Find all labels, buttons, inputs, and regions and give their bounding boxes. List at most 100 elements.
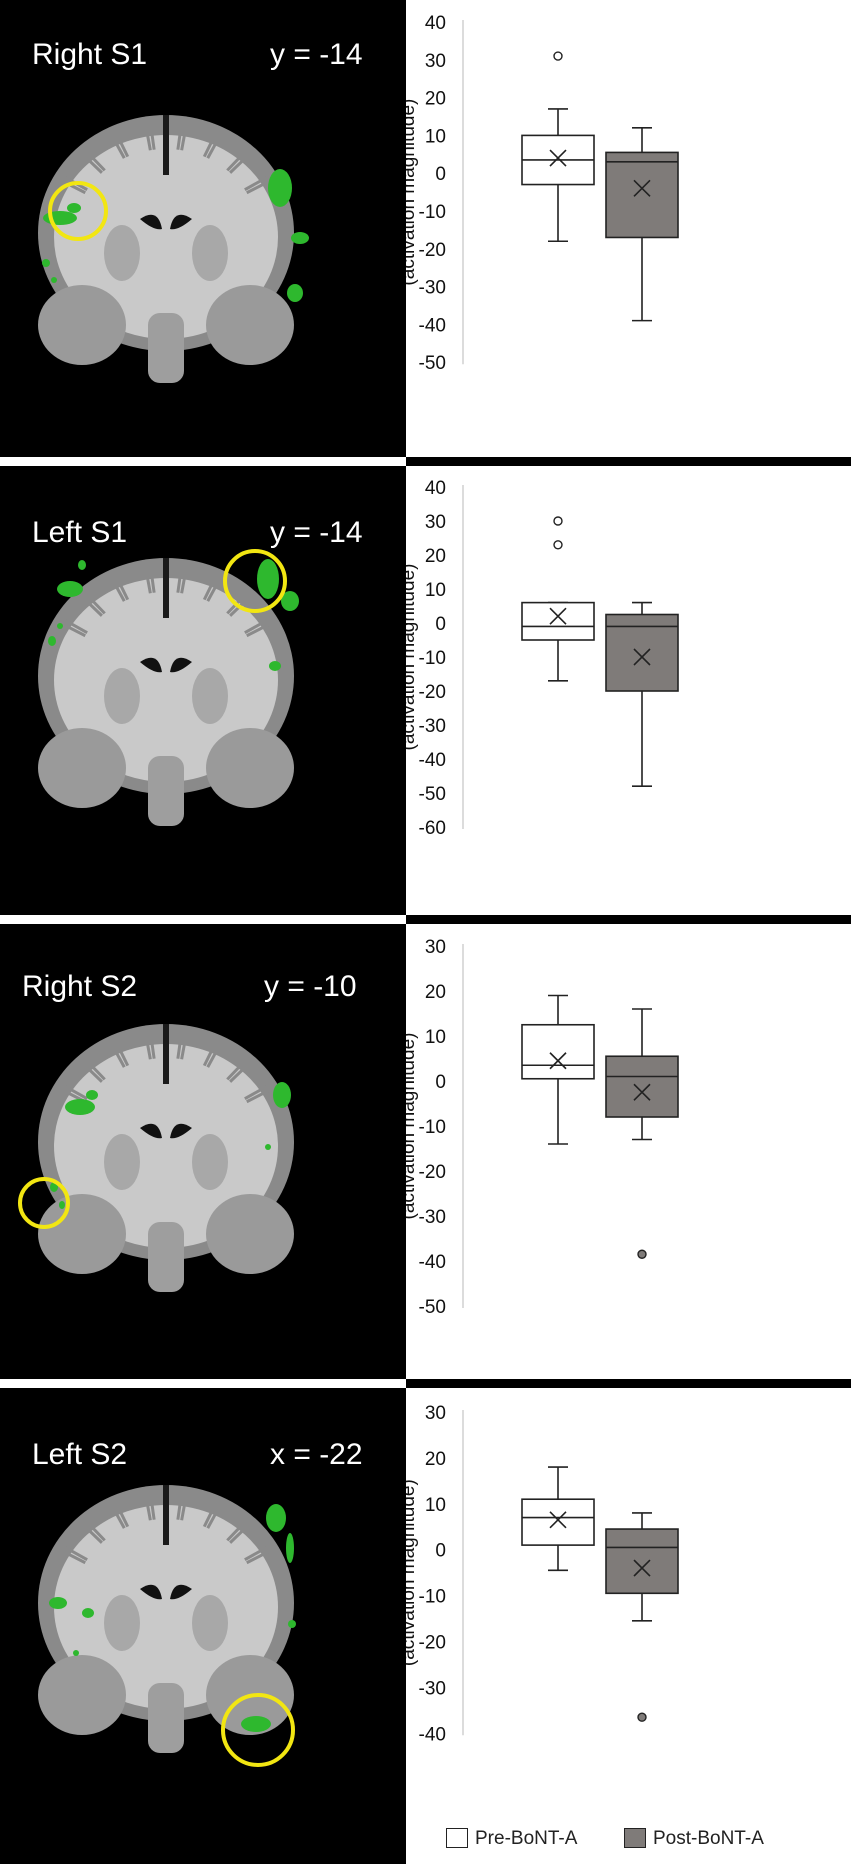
y-axis-label-line2: (activation magnitude) xyxy=(406,99,419,286)
panel-divider xyxy=(406,457,851,466)
roi-circle xyxy=(48,181,108,241)
box-post-bont-a xyxy=(605,1512,679,1722)
slice-coordinate: y = -14 xyxy=(270,516,363,549)
y-tick-label: 40 xyxy=(425,478,446,499)
mean-marker xyxy=(549,149,567,167)
y-tick-label: 10 xyxy=(425,1027,446,1048)
left-ventricle xyxy=(140,1123,162,1139)
temporal-left xyxy=(38,728,126,808)
y-tick-label: -20 xyxy=(419,682,446,703)
fissure xyxy=(163,115,169,175)
sulcus xyxy=(180,1031,189,1060)
iqr-box xyxy=(605,1528,679,1595)
brain-shape xyxy=(38,1485,294,1753)
legend-label-post: Post-BoNT-A xyxy=(653,1828,764,1849)
y-tick-label: 0 xyxy=(435,1541,446,1562)
y-tick-label: -30 xyxy=(419,1207,446,1228)
sulcus xyxy=(246,1086,274,1104)
sulcus xyxy=(206,575,223,602)
sulcus xyxy=(148,1030,156,1059)
mean-marker xyxy=(549,1511,567,1529)
activation-cluster xyxy=(82,1608,94,1618)
legend-swatch-post xyxy=(624,1828,646,1848)
y-tick-label: -30 xyxy=(419,1678,446,1699)
brainstem xyxy=(148,1222,184,1292)
sulcus xyxy=(60,616,88,635)
region-label: Right S1 xyxy=(32,38,148,71)
activation-cluster xyxy=(281,591,299,611)
sulcus xyxy=(58,1547,86,1565)
brain-image-panel: Left S1 y = -14 xyxy=(0,466,406,915)
outlier-point xyxy=(553,516,563,526)
legend: Pre-BoNT-A Post-BoNT-A xyxy=(406,1822,851,1862)
brain-shape xyxy=(38,115,294,383)
fissure xyxy=(163,558,169,618)
y-tick-label: -10 xyxy=(419,202,446,223)
sulcus xyxy=(113,573,130,601)
activation-cluster xyxy=(268,169,292,207)
sulcus xyxy=(109,1041,126,1068)
sulcus xyxy=(60,1543,88,1562)
white-matter xyxy=(54,1505,278,1709)
mean-marker xyxy=(633,1559,651,1577)
activation-cluster xyxy=(73,1650,79,1656)
activation-cluster xyxy=(42,259,50,267)
left-ventricle xyxy=(140,1584,162,1600)
activation-cluster xyxy=(291,232,309,244)
iqr-box xyxy=(521,1498,595,1546)
brain-image-panel: Right S2 y = -10 xyxy=(0,924,406,1379)
sulcus xyxy=(244,1543,272,1562)
y-tick-label: 0 xyxy=(435,1072,446,1093)
sulcus xyxy=(180,1492,189,1521)
y-tick-label: -10 xyxy=(419,1587,446,1608)
y-tick-label: 20 xyxy=(425,546,446,567)
y-axis-label-line2: (activation magnitude) xyxy=(406,564,419,751)
left-ventricle xyxy=(140,657,162,673)
outlier-point xyxy=(553,540,563,550)
roi-circle xyxy=(18,1177,70,1229)
iqr-box xyxy=(605,613,679,692)
activation-cluster xyxy=(57,623,63,629)
box-post-bont-a xyxy=(605,601,679,788)
sulcus xyxy=(60,1082,88,1101)
sulcus xyxy=(202,1039,219,1067)
y-tick-label: 10 xyxy=(425,1495,446,1516)
y-tick-label: -20 xyxy=(419,1633,446,1654)
right-ventricle xyxy=(170,214,192,230)
mean-marker xyxy=(549,1052,567,1070)
sulcus xyxy=(246,620,274,638)
temporal-left xyxy=(38,1655,126,1735)
y-tick-label: -10 xyxy=(419,1117,446,1138)
temporal-right xyxy=(206,1194,294,1274)
y-tick-label: 20 xyxy=(425,982,446,1003)
y-axis-label: Parameter Estimate(activation magnitude) xyxy=(406,1479,419,1666)
y-tick-label: 10 xyxy=(425,580,446,601)
sulcus xyxy=(206,132,223,159)
activation-cluster xyxy=(57,581,83,597)
activation-cluster xyxy=(49,1597,67,1609)
y-tick-label: 0 xyxy=(435,614,446,635)
y-tick-label: 20 xyxy=(425,1449,446,1470)
sulcus xyxy=(58,177,86,195)
y-tick-label: 40 xyxy=(425,13,446,34)
legend-swatch-pre xyxy=(446,1828,468,1848)
sulcus xyxy=(83,148,106,172)
brain-image-panel: Right S1 y = -14 xyxy=(0,0,406,457)
sulcus xyxy=(109,132,126,159)
y-tick-label: -30 xyxy=(419,716,446,737)
mean-marker xyxy=(633,179,651,197)
activation-cluster xyxy=(266,1504,286,1532)
sulcus xyxy=(113,130,130,158)
brain-coronal-slice xyxy=(38,115,309,383)
y-tick-label: 30 xyxy=(425,51,446,72)
sulcus xyxy=(109,575,126,602)
box-post-bont-a xyxy=(605,127,679,322)
activation-cluster xyxy=(48,636,56,646)
roi-circle xyxy=(221,1693,295,1767)
sulcus xyxy=(202,573,219,601)
region-label: Left S2 xyxy=(32,1438,128,1471)
sulcus xyxy=(176,1030,184,1059)
